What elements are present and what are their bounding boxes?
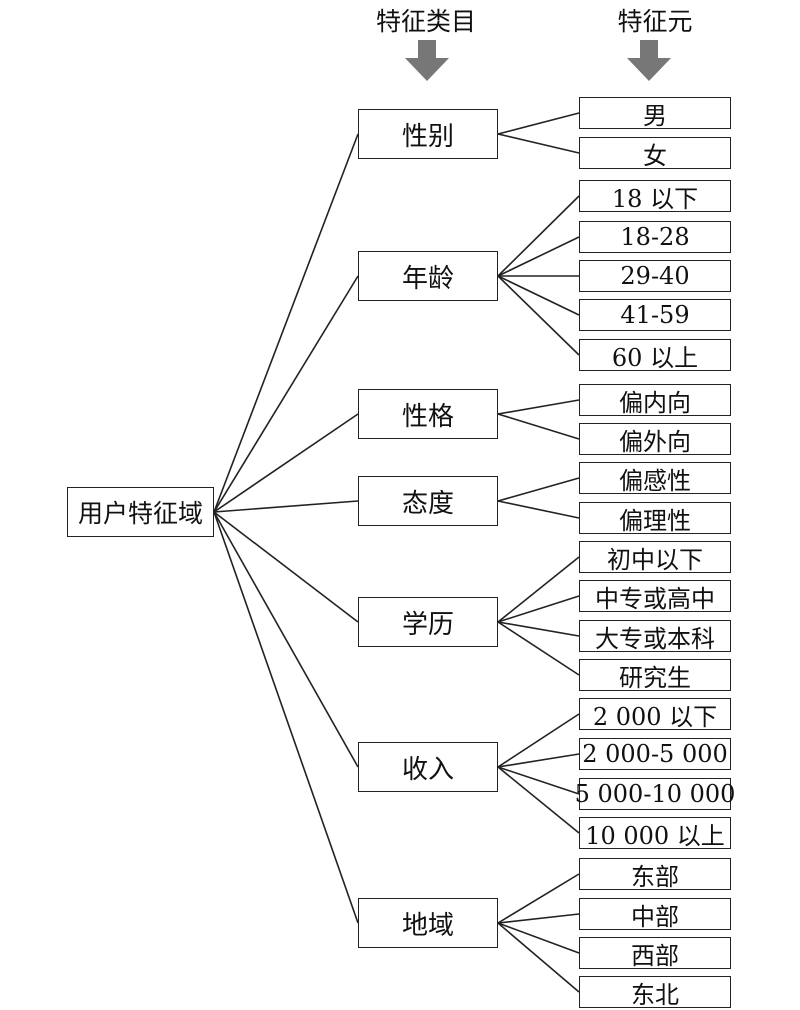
element-node: 中专或高中 (579, 580, 731, 613)
element-node: 女 (579, 137, 731, 170)
category-to-element-line (497, 913, 580, 924)
down-arrow-icon (627, 40, 671, 81)
header-category: 特征类目 (375, 7, 476, 36)
category-to-element-line (497, 275, 580, 356)
root-to-category-line (213, 133, 359, 513)
category-to-element-line (497, 922, 580, 993)
root-to-category-line (213, 500, 359, 513)
root-to-category-line (213, 275, 359, 513)
element-node: 5 000-10 000 (574, 778, 736, 810)
header-element: 特征元 (617, 7, 693, 36)
category-node: 地域 (358, 898, 498, 948)
category-to-element-line (497, 753, 580, 768)
category-to-element-line (497, 112, 580, 135)
category-to-element-line (497, 766, 580, 795)
down-arrow-icon (405, 40, 449, 81)
element-node: 41-59 (579, 299, 731, 331)
element-node: 偏外向 (579, 423, 731, 456)
category-node: 性别 (358, 109, 498, 159)
element-node: 60 以上 (579, 339, 731, 372)
root-to-category-line (213, 511, 359, 768)
category-to-element-line (497, 399, 580, 415)
category-node: 年龄 (358, 251, 498, 301)
element-node: 18 以下 (579, 180, 731, 213)
category-to-element-line (497, 595, 580, 623)
category-to-element-line (497, 236, 580, 277)
category-to-element-line (497, 922, 580, 954)
element-node: 29-40 (579, 260, 731, 292)
category-to-element-line (497, 713, 580, 768)
category-to-element-line (497, 621, 580, 676)
category-to-element-line (497, 873, 580, 924)
category-to-element-line (497, 500, 580, 519)
root-to-category-line (213, 511, 359, 924)
category-to-element-line (497, 195, 580, 277)
element-node: 东北 (579, 976, 731, 1009)
category-node: 收入 (358, 742, 498, 792)
element-node: 18-28 (579, 221, 731, 253)
category-to-element-line (497, 133, 580, 154)
element-node: 东部 (579, 858, 731, 891)
root-to-category-line (213, 511, 359, 623)
element-node: 研究生 (579, 659, 731, 692)
element-node: 初中以下 (579, 541, 731, 574)
element-node: 10 000 以上 (579, 817, 731, 850)
element-node: 大专或本科 (579, 620, 731, 653)
element-node: 中部 (579, 898, 731, 931)
element-node: 偏理性 (579, 502, 731, 535)
category-to-element-line (497, 275, 580, 316)
root-to-category-line (213, 413, 359, 513)
root-node: 用户特征域 (67, 487, 214, 537)
category-to-element-line (497, 766, 580, 834)
element-node: 偏内向 (579, 384, 731, 417)
category-to-element-line (497, 621, 580, 637)
category-to-element-line (497, 413, 580, 440)
element-node: 2 000 以下 (579, 698, 731, 731)
element-node: 西部 (579, 937, 731, 970)
element-node: 男 (579, 97, 731, 130)
category-to-element-line (497, 477, 580, 502)
element-node: 偏感性 (579, 462, 731, 495)
element-node: 2 000-5 000 (579, 738, 731, 770)
category-to-element-line (497, 556, 580, 623)
category-node: 学历 (358, 597, 498, 647)
category-node: 态度 (358, 476, 498, 526)
category-node: 性格 (358, 389, 498, 439)
